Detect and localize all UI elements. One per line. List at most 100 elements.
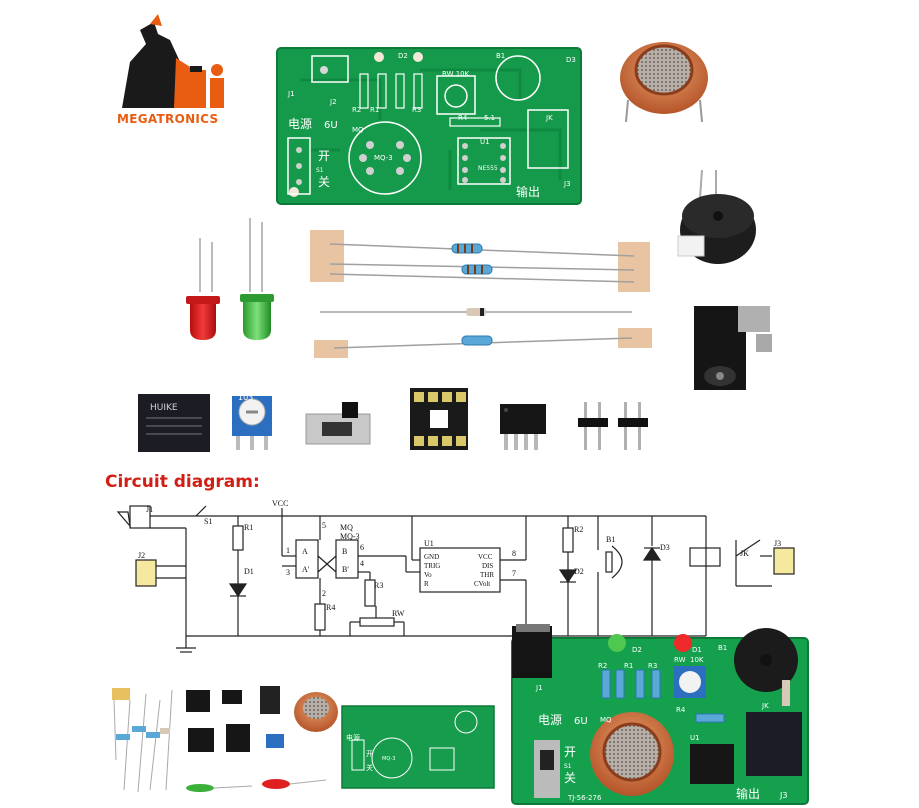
pcb-board-small: 电源 开 关 MQ-3 bbox=[341, 705, 495, 789]
sch-label: JK bbox=[740, 549, 749, 558]
pcb-label: S1 bbox=[316, 167, 324, 174]
sch-label: MQ-3 bbox=[340, 532, 360, 541]
pcb-label: J3 bbox=[779, 791, 787, 800]
sch-label: R3 bbox=[374, 581, 383, 590]
pcb-label: R4 bbox=[676, 706, 686, 714]
pcb-label: MQ bbox=[352, 126, 364, 134]
sch-label: RW bbox=[392, 609, 405, 618]
sch-label: 3 bbox=[286, 568, 290, 577]
pcb-label: TJ-56-276 bbox=[567, 794, 602, 802]
sch-label: D1 bbox=[244, 567, 254, 576]
sch-label: TRIG bbox=[424, 562, 440, 570]
pcb-label: 电源 bbox=[346, 733, 360, 742]
pcb-label: 关 bbox=[564, 771, 576, 785]
pcb-label: R2 bbox=[352, 106, 361, 114]
ic-socket bbox=[410, 388, 468, 450]
sch-label: U1 bbox=[424, 539, 434, 548]
slide-switch bbox=[305, 402, 371, 445]
pcb-label: 5.1 bbox=[484, 114, 495, 122]
circuit-schematic bbox=[116, 505, 795, 653]
ne555-chip bbox=[500, 404, 546, 450]
led-green bbox=[240, 218, 274, 340]
sch-label: 5 bbox=[322, 521, 326, 530]
sch-label: Vo bbox=[424, 571, 432, 579]
pot-label: 103 bbox=[238, 393, 253, 402]
sch-label: 1 bbox=[286, 546, 290, 555]
sch-label: J1 bbox=[146, 505, 153, 514]
sch-label: DIS bbox=[482, 562, 493, 570]
pcb-label: RW bbox=[674, 656, 686, 664]
pcb-label: RW 10K bbox=[442, 70, 470, 78]
brand-name: MEGATRONICS bbox=[117, 112, 219, 126]
led-red bbox=[186, 238, 220, 340]
pcb-board-top: D2 B1 D3 J1 RW 10K J2 R2 R1 R3 电源 6U R4 … bbox=[276, 47, 582, 205]
sch-label: S1 bbox=[204, 517, 212, 526]
pcb-label: D2 bbox=[632, 646, 642, 654]
pcb-label: NE555 bbox=[478, 165, 498, 172]
pcb-label: JK bbox=[545, 114, 553, 122]
pcb-label: J1 bbox=[287, 90, 295, 98]
sch-label: 7 bbox=[512, 569, 516, 578]
mq3-gas-sensor bbox=[620, 42, 708, 123]
pcb-label: 关 bbox=[318, 175, 330, 189]
pcb-label: MQ-3 bbox=[374, 154, 393, 162]
pcb-label: R3 bbox=[648, 662, 657, 670]
pcb-label: R4 bbox=[458, 114, 468, 122]
sch-label: 8 bbox=[512, 549, 516, 558]
pcb-label: S1 bbox=[564, 763, 572, 770]
sch-label: GND bbox=[424, 553, 439, 561]
pcb-label: U1 bbox=[480, 138, 490, 146]
sch-label: J2 bbox=[138, 551, 145, 560]
pcb-label: J1 bbox=[535, 684, 543, 692]
sch-label: R1 bbox=[244, 523, 253, 532]
sch-label: 6 bbox=[360, 543, 364, 552]
pcb-label: 6U bbox=[324, 120, 338, 131]
pcb-label: 关 bbox=[366, 763, 373, 772]
pcb-label: J3 bbox=[563, 180, 571, 188]
pcb-label: R3 bbox=[412, 106, 421, 114]
pcb-label: D2 bbox=[398, 52, 408, 60]
sch-label: CVolt bbox=[474, 580, 490, 588]
sch-label: J3 bbox=[774, 539, 781, 548]
pcb-label: B1 bbox=[718, 644, 727, 652]
pcb-label: D3 bbox=[566, 56, 576, 64]
pcb-label: J2 bbox=[329, 98, 337, 106]
pcb-label: 电源 bbox=[538, 713, 562, 727]
relay: HUIKE bbox=[138, 394, 210, 452]
buzzer bbox=[677, 169, 756, 264]
loose-components-photo bbox=[112, 686, 338, 793]
pcb-label: R1 bbox=[624, 662, 633, 670]
pcb-label: 开 bbox=[366, 750, 373, 758]
sch-label: D3 bbox=[660, 543, 670, 552]
sch-label: R2 bbox=[574, 525, 583, 534]
pcb-label: R1 bbox=[370, 106, 379, 114]
sch-label: MQ bbox=[340, 523, 353, 532]
sch-label: B1 bbox=[606, 535, 615, 544]
sch-label: THR bbox=[480, 571, 494, 579]
pcb-label: 输出 bbox=[516, 184, 540, 199]
dc-power-jack bbox=[694, 306, 772, 390]
pcb-label: MQ-3 bbox=[382, 756, 395, 762]
pcb-label: B1 bbox=[496, 52, 505, 60]
sch-label: B' bbox=[342, 565, 349, 574]
pcb-label: 10K bbox=[690, 656, 704, 664]
sch-label: A bbox=[302, 547, 308, 556]
circuit-diagram-heading: Circuit diagram: bbox=[105, 472, 260, 492]
potentiometer: 103 bbox=[232, 393, 272, 450]
relay-label: HUIKE bbox=[150, 403, 178, 413]
sch-label: D2 bbox=[574, 567, 584, 576]
sch-label: VCC bbox=[272, 499, 288, 508]
sch-label: 2 bbox=[322, 589, 326, 598]
sch-label: VCC bbox=[478, 553, 493, 561]
pin-headers bbox=[578, 402, 648, 450]
resistor-tape-strip bbox=[310, 230, 652, 358]
sch-label: R bbox=[424, 580, 429, 588]
sch-label: 4 bbox=[360, 559, 364, 568]
pcb-board-assembled: D2 D1 RW 10K B1 J1 R2 R1 R3 R4 电源 6U MQ … bbox=[511, 624, 809, 805]
pcb-label: 开 bbox=[564, 745, 576, 759]
pcb-label: D1 bbox=[692, 646, 702, 654]
megatronics-logo bbox=[122, 14, 224, 108]
pcb-label: U1 bbox=[690, 734, 700, 742]
pcb-label: R2 bbox=[598, 662, 607, 670]
sch-label: R4 bbox=[326, 603, 335, 612]
